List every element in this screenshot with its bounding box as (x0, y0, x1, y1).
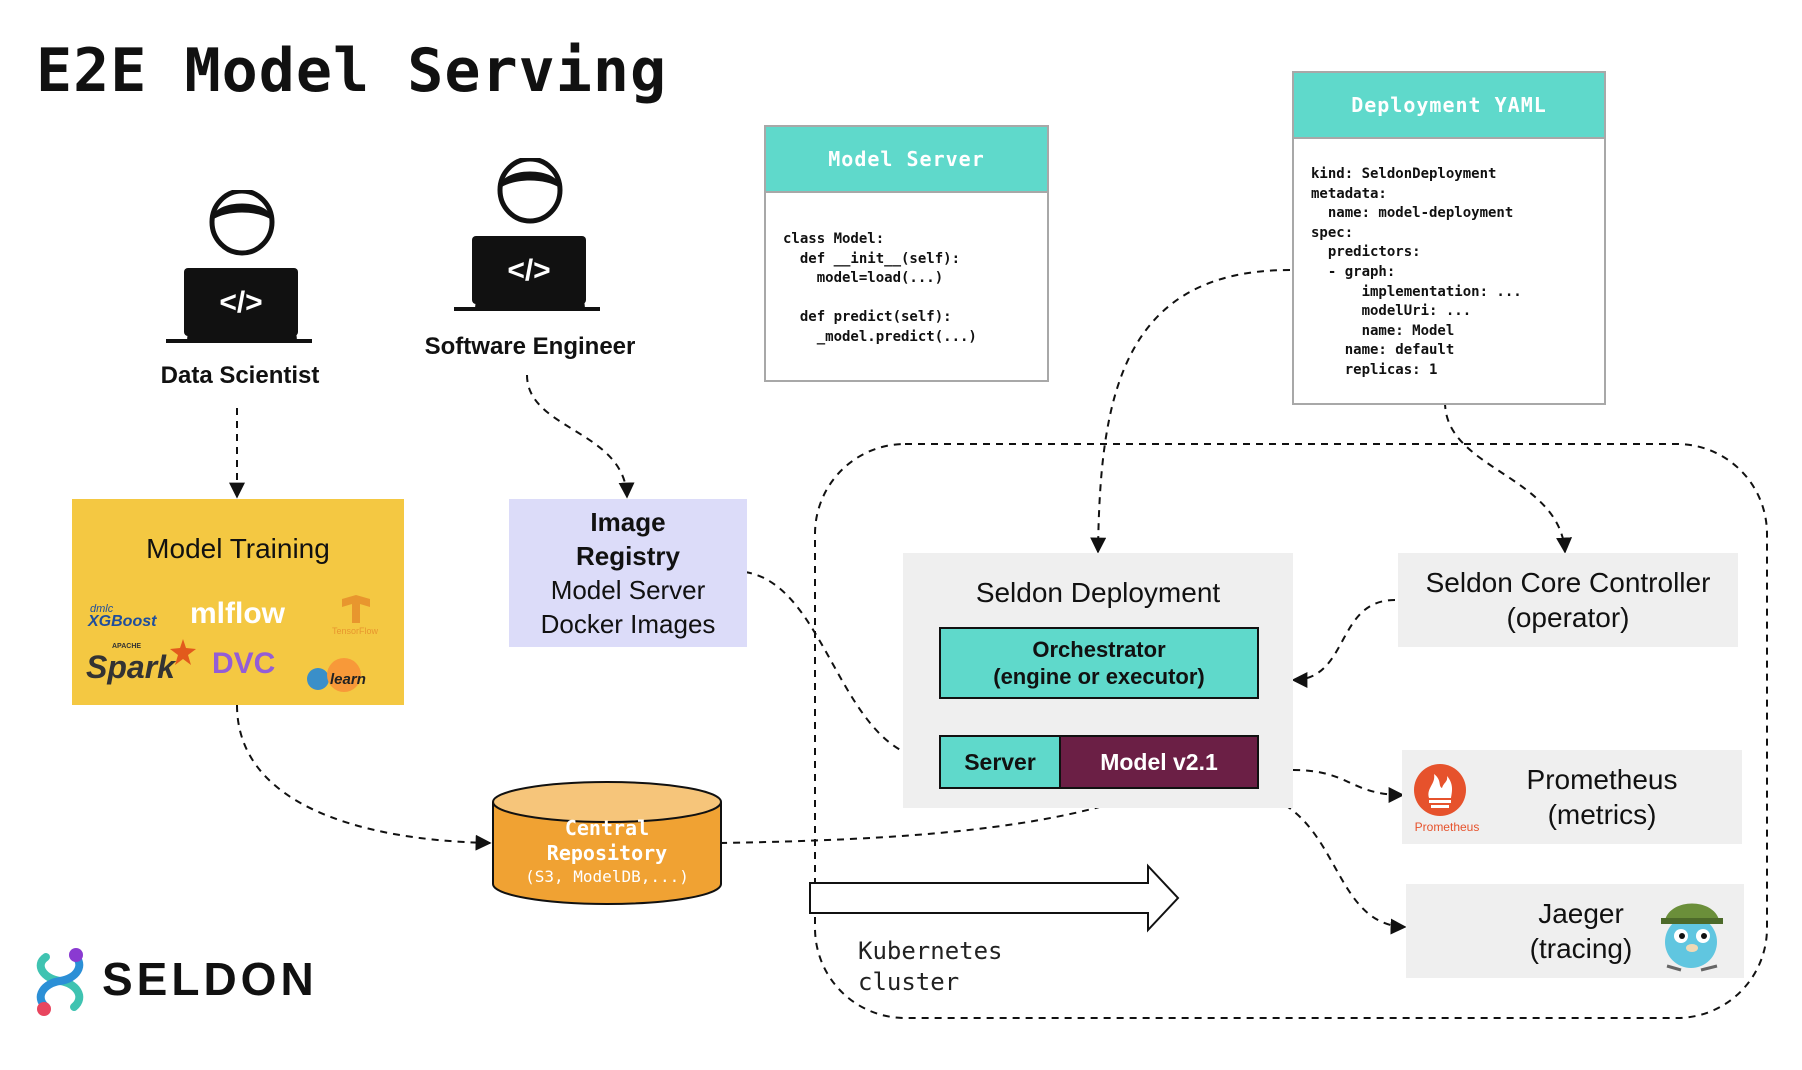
svg-text:</>: </> (219, 286, 262, 319)
software-engineer-label: Software Engineer (424, 333, 636, 360)
prometheus-logo-text: Prometheus (1414, 820, 1480, 834)
page-title: E2E Model Serving (36, 36, 668, 106)
prometheus-icon (1414, 764, 1466, 816)
seldon-core-controller-box: Seldon Core Controller (operator) (1398, 553, 1738, 647)
orchestrator-title: Orchestrator (1032, 637, 1166, 662)
seldon-logo-icon (36, 948, 84, 1016)
mlflow-logo-text: mlflow (190, 597, 285, 630)
kubernetes-cluster-boundary (814, 443, 1768, 1019)
controller-subtitle: (operator) (1506, 602, 1630, 633)
data-scientist-label: Data Scientist (160, 362, 320, 389)
arrow-training-to-repository (236, 704, 492, 851)
dmlc-logo-text: dmlc (90, 603, 114, 615)
prometheus-title: Prometheus (1526, 764, 1678, 795)
sklearn-logo-text: learn (330, 671, 366, 688)
svg-text:</>: </> (507, 254, 550, 287)
image-registry-title-line1: Image (590, 507, 666, 537)
deployment-yaml-code: kind: SeldonDeployment metadata: name: m… (1311, 166, 1522, 378)
image-registry-box: Image Registry Model Server Docker Image… (509, 499, 747, 647)
prometheus-subtitle: (metrics) (1547, 799, 1657, 830)
image-registry-line3: Model Server (550, 575, 706, 605)
sklearn-icon (307, 658, 361, 692)
jaeger-box: Jaeger (tracing) (1406, 884, 1744, 978)
jaeger-subtitle: (tracing) (1529, 933, 1633, 964)
hollow-flow-arrow (809, 863, 1180, 933)
kubernetes-cluster-label-line1: Kubernetes (858, 937, 1003, 965)
deployment-yaml-card: Deployment YAML kind: SeldonDeployment m… (1292, 71, 1606, 405)
controller-title: Seldon Core Controller (1425, 567, 1711, 598)
seldon-brand-name: SELDON (102, 953, 318, 1005)
apache-logo-text: APACHE (112, 643, 142, 650)
central-repository-cylinder (492, 781, 722, 905)
seldon-deployment-box: Seldon Deployment Orchestrator (engine o… (903, 553, 1293, 808)
model-server-card: Model Server class Model: def __init__(s… (764, 125, 1049, 382)
jaeger-gopher-icon (1661, 903, 1723, 972)
orchestrator-subtitle: (engine or executor) (993, 664, 1205, 689)
developer-icon: </> (454, 158, 600, 311)
kubernetes-cluster-label-line2: cluster (858, 968, 960, 996)
xgboost-logo-text: XGBoost (88, 613, 157, 630)
image-registry-title-line2: Registry (575, 541, 681, 571)
model-training-box: Model Training dmlc XGBoost mlflow Tenso… (72, 499, 404, 705)
prometheus-box: Prometheus Prometheus (metrics) (1402, 750, 1742, 844)
model-server-code: class Model: def __init__(self): model=l… (783, 231, 977, 345)
arrow-controller-to-orchestrator (1291, 599, 1396, 688)
arrow-engineer-to-registry (526, 374, 635, 499)
central-repository-line1: Central (564, 816, 650, 840)
arrow-yaml-to-deployment (1090, 269, 1291, 554)
spark-logo-text: Spark (86, 649, 175, 685)
central-repository-line2: Repository (546, 841, 668, 865)
model-version-box: Model v2.1 (1059, 735, 1259, 789)
deployment-yaml-card-header: Deployment YAML (1294, 73, 1604, 139)
model-training-label: Model Training (146, 533, 330, 564)
seldon-deployment-label: Seldon Deployment (975, 577, 1221, 608)
central-repository-line3: (S3, ModelDB,...) (525, 867, 689, 886)
tensorflow-logo-text: TensorFlow (332, 626, 379, 636)
tensorflow-icon (342, 595, 370, 623)
developer-icon: </> (166, 190, 312, 343)
arrow-deployment-to-jaeger (1284, 804, 1407, 935)
jaeger-title: Jaeger (1538, 898, 1624, 929)
orchestrator-box: Orchestrator (engine or executor) (939, 627, 1259, 699)
server-box: Server (939, 735, 1061, 789)
model-server-card-header: Model Server (766, 127, 1047, 193)
spark-star-icon (170, 639, 196, 665)
arrow-deployment-to-prometheus (1292, 769, 1405, 803)
dvc-logo-text: DVC (212, 647, 276, 680)
image-registry-line4: Docker Images (540, 609, 716, 639)
arrow-yaml-to-controller (1444, 401, 1573, 554)
